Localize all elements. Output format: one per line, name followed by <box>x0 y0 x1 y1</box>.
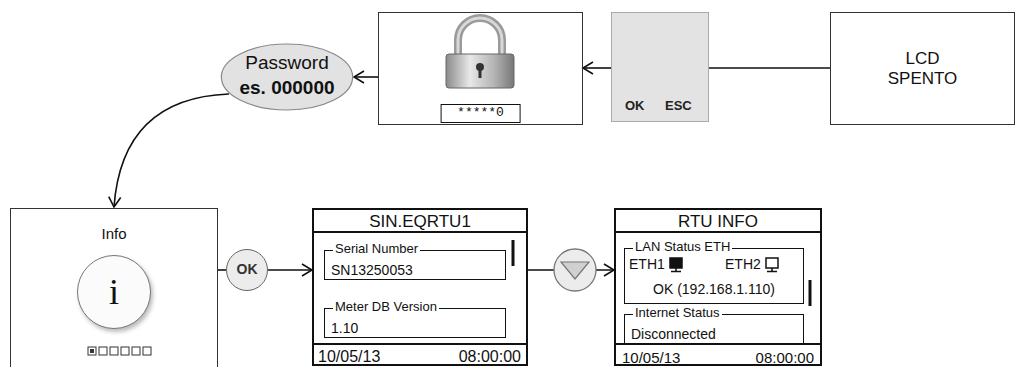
lock-screen-box: *****0 <box>378 12 583 125</box>
network-icon <box>764 257 780 273</box>
internet-status-box: Internet StatusDisconnected <box>624 314 804 344</box>
node-text: 08:00:00 <box>459 348 521 366</box>
node-text: ETH2 <box>725 256 761 272</box>
node-text: RTU INFO <box>678 212 758 232</box>
field-heading: LAN Status ETH <box>633 240 732 255</box>
lan-status-box: LAN Status ETHETH1ETH2OK (192.168.1.110) <box>624 248 804 304</box>
node-text: es. 000000 <box>239 77 334 99</box>
node-text: Password <box>245 52 328 74</box>
node-text: *****0 <box>440 104 521 123</box>
node-text: 1.10 <box>331 320 358 336</box>
node-text: OK <box>237 261 258 277</box>
node-text: 10/05/13 <box>622 349 680 366</box>
connector-arrow <box>114 94 229 207</box>
node-text: Disconnected <box>631 326 716 342</box>
node-text: 08:00:00 <box>756 349 814 366</box>
node-text: i <box>109 272 119 313</box>
field-heading: Internet Status <box>633 306 722 321</box>
node-text: ESC <box>665 99 692 114</box>
password-ellipse: Password es. 000000 <box>220 43 354 111</box>
connector-line <box>218 269 226 271</box>
field-box: Meter DB Version1.10 <box>324 308 506 338</box>
connector-arrow <box>268 269 312 271</box>
screen-rules <box>314 232 820 344</box>
info-screen: Info i <box>10 208 218 367</box>
field-box: Serial NumberSN13250053 <box>324 250 506 280</box>
down-key-symbol <box>554 249 596 291</box>
field-heading: Serial Number <box>333 242 420 257</box>
node-text: ETH1 <box>629 256 665 272</box>
connector-line <box>709 67 830 69</box>
node-text: 10/05/13 <box>318 348 380 366</box>
ok-key-circle: OK <box>226 249 268 291</box>
node-text: OK <box>625 99 645 114</box>
rtu-info-screen: RTU INFO 10/05/13 08:00:00 LAN Status ETHET… <box>614 208 822 366</box>
node-text: SIN.EQRTU1 <box>369 212 471 232</box>
connector-arrow <box>583 67 611 69</box>
node-text: Info <box>101 225 126 242</box>
network-icon <box>668 257 684 273</box>
device-screen: SIN.EQRTU110/05/1308:00:00Serial NumberS… <box>312 208 528 366</box>
field-heading: Meter DB Version <box>333 300 439 315</box>
node-text: OK (192.168.1.110) <box>653 281 775 297</box>
node-text: LCD SPENTO <box>878 49 968 88</box>
connector-arrow <box>354 76 378 78</box>
keypad-box: OK ESC <box>611 12 709 122</box>
page-indicator <box>88 347 151 355</box>
info-icon-circle: i <box>77 255 151 329</box>
lcd-off-box: LCD SPENTO <box>830 12 1015 125</box>
padlock-icon <box>446 18 514 88</box>
node-text: SN13250053 <box>331 262 413 278</box>
